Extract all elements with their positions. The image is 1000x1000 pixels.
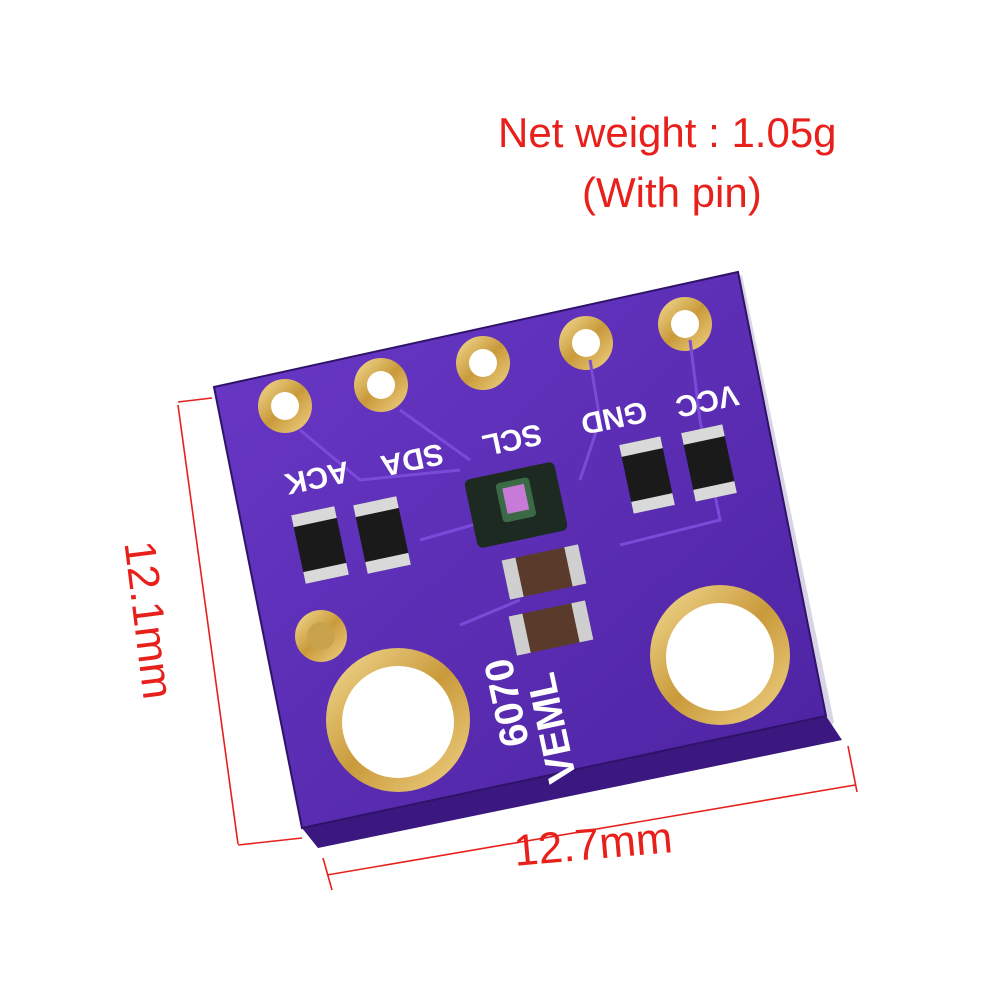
mounting-holes <box>295 585 790 792</box>
capacitors <box>501 544 594 656</box>
dimension-lines <box>177 397 858 891</box>
with-pin-caption: (With pin) <box>582 169 762 216</box>
pcb-traces <box>299 339 722 627</box>
resistors <box>291 424 737 584</box>
net-weight-caption: Net weight : 1.05g <box>498 109 837 156</box>
header-pins <box>258 297 712 433</box>
sensor-chip <box>464 462 568 548</box>
pcb-board: VCC GND SCL SDA ACK VEML 6070 <box>212 270 842 848</box>
